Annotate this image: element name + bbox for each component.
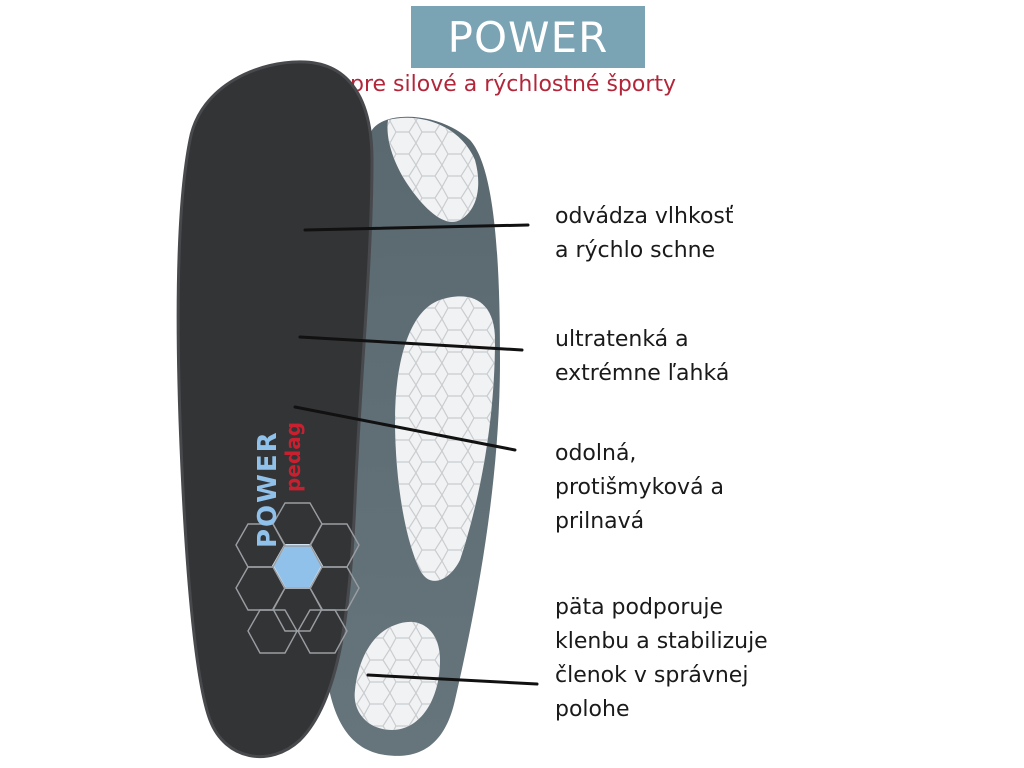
callout-heel-support: päta podporuje klenbu a stabilizuje člen… bbox=[555, 595, 768, 722]
title-banner: POWER bbox=[411, 6, 645, 68]
leader-line-4 bbox=[366, 673, 539, 686]
leader-lines bbox=[293, 223, 539, 686]
back-insole bbox=[322, 116, 500, 756]
leader-line-2 bbox=[298, 335, 524, 352]
leader-line-3 bbox=[293, 405, 517, 452]
brand-logo-icon: pedag bbox=[281, 422, 305, 492]
page-subtitle: pre silové a rýchlostné športy bbox=[350, 72, 677, 97]
hexagon-logo-icon bbox=[235, 502, 360, 654]
insole-power-print: POWER bbox=[253, 430, 283, 548]
page-title: POWER bbox=[447, 12, 609, 62]
leader-line-1 bbox=[303, 223, 530, 232]
callout-moisture: odvádza vlhkosť a rýchlo schne bbox=[555, 204, 734, 263]
callout-lightweight: ultratenká a extrémne ľahká bbox=[555, 327, 730, 386]
front-insole bbox=[176, 60, 374, 759]
callout-durable: odolná, protišmyková a prilnavá bbox=[555, 441, 725, 534]
